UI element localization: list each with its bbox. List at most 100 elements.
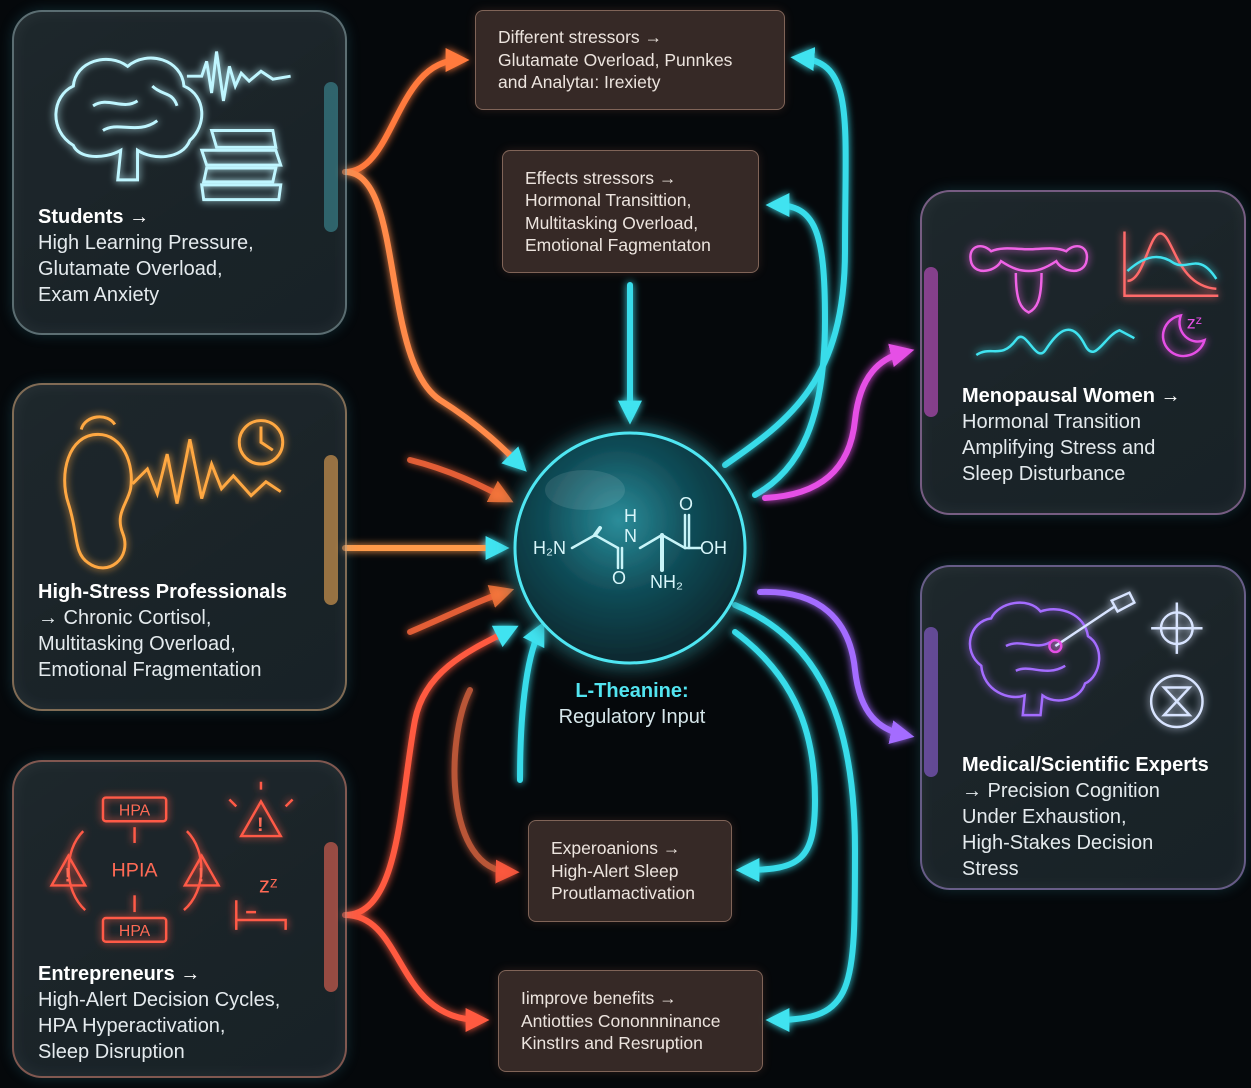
center-title: L-Theanine: <box>575 680 689 702</box>
students-line-1: High Learning Pressure, <box>38 232 254 254</box>
entrepreneurs-title: Entrepreneurs → <box>38 963 201 985</box>
menopausal-line-2: Amplifying Stress and <box>962 437 1156 459</box>
card-tab <box>924 267 938 417</box>
card-menopausal: zᶻ Menopausal Women → Hormonal Transitio… <box>920 190 1246 515</box>
experts-title: Medical/Scientific Experts <box>962 754 1209 776</box>
arrow-center-to-experts <box>757 588 915 744</box>
student-illustration <box>54 51 291 202</box>
students-line-2: Glutamate Overload, <box>38 258 223 280</box>
card-tab <box>924 627 938 777</box>
hpa-label-middle: HPIA <box>112 860 159 882</box>
professionals-line-1: → Chronic Cortisol, <box>38 607 212 629</box>
students-line-3: Exam Anxiety <box>38 284 160 306</box>
arrow-center-to-menopausal <box>762 343 915 501</box>
menopausal-text: Menopausal Women → Hormonal Transition A… <box>962 383 1181 487</box>
svg-text:!: ! <box>198 864 205 886</box>
experts-line-2: Under Exhaustion, <box>962 806 1127 828</box>
atom-o1: O <box>612 568 626 588</box>
entrepreneurs-text: Entrepreneurs → High-Alert Decision Cycl… <box>38 961 280 1065</box>
entrepreneurs-line-2: HPA Hyperactivation, <box>38 1015 226 1037</box>
arrow-right-mid-loop <box>752 193 829 498</box>
professionals-text: High-Stress Professionals → Chronic Cort… <box>38 579 287 683</box>
box-experoanions: Experoanions → High-Alert Sleep Proutlam… <box>528 820 732 922</box>
atom-oh: OH <box>700 538 727 558</box>
experts-line-3: High-Stakes Decision <box>962 832 1154 854</box>
hourglass-icon <box>1149 674 1204 729</box>
atom-nh2: NH₂ <box>650 572 683 592</box>
menopausal-illustration: zᶻ <box>969 231 1219 358</box>
students-title: Students → <box>38 206 150 228</box>
moon-z-icon: zᶻ <box>1187 312 1202 332</box>
arrow-entre-to-center <box>342 625 519 918</box>
arrow-students-to-box1 <box>342 48 470 175</box>
clock-icon <box>237 419 285 466</box>
menopausal-line-1: Hormonal Transition <box>962 411 1141 433</box>
professional-illustration <box>63 415 285 570</box>
atom-h: H <box>624 506 637 526</box>
professionals-title: High-Stress Professionals <box>38 581 287 603</box>
card-tab <box>324 455 338 605</box>
experts-text: Medical/Scientific Experts → Precision C… <box>962 752 1209 882</box>
books-icon <box>199 129 283 202</box>
arrow-hint-lower <box>407 584 515 635</box>
arrow-students-to-center <box>342 169 527 472</box>
professionals-line-3: Emotional Fragmentation <box>38 659 262 681</box>
stress-wave-icon <box>975 328 1135 357</box>
l-theanine-sphere <box>513 431 747 665</box>
brainwave-icon <box>186 51 291 102</box>
box3-text: Experoanions → High-Alert Sleep Proutlam… <box>551 838 695 904</box>
laser-probe-icon <box>1054 591 1137 648</box>
card-professionals: High-Stress Professionals → Chronic Cort… <box>12 383 347 711</box>
arrow-center-to-box3 <box>451 687 520 884</box>
molecule-structure-icon <box>570 513 702 572</box>
arrow-hint-upper <box>407 457 514 503</box>
entrepreneurs-line-1: High-Alert Decision Cycles, <box>38 989 281 1011</box>
moon-icon <box>1161 313 1207 358</box>
hpa-cycle-icon <box>67 796 203 943</box>
card-tab <box>324 842 338 992</box>
box-improve-benefits: Iimprove benefits → Antiotties Cononnnin… <box>498 970 763 1072</box>
brain-icon <box>54 56 204 182</box>
sleep-z-icon: zᶻ <box>259 872 278 897</box>
center-subtitle: Regulatory Input <box>558 706 706 728</box>
experts-line-1: → Precision Cognition <box>962 780 1160 802</box>
warning-icon <box>49 781 294 887</box>
box4-text: Iimprove benefits → Antiotties Cononnnin… <box>521 988 721 1054</box>
experts-line-4: Stress <box>962 858 1019 880</box>
arrow-bottom-left-to-center <box>517 621 545 783</box>
entrepreneur-illustration: HPA HPIA HPA zᶻ ! ! ! <box>49 781 294 943</box>
brain-scan-icon <box>968 601 1101 717</box>
arrow-center-bottom-loop <box>732 602 859 1032</box>
atom-o2: O <box>679 494 693 514</box>
hormone-chart-icon <box>1123 231 1219 297</box>
box2-text: Effects stressors → Hormonal Transittion… <box>525 167 711 256</box>
entrepreneurs-line-3: Sleep Disruption <box>38 1041 185 1063</box>
arrow-right-top-loop <box>722 47 849 468</box>
professionals-line-2: Multitasking Overload, <box>38 633 236 655</box>
cortisol-wave-icon <box>131 439 282 504</box>
bed-icon <box>235 900 287 930</box>
menopausal-line-3: Sleep Disturbance <box>962 463 1126 485</box>
card-students: Students → High Learning Pressure, Gluta… <box>12 10 347 335</box>
box-different-stressors: Different stressors → Glutamate Overload… <box>475 10 785 110</box>
box-effects-stressors: Effects stressors → Hormonal Transittion… <box>502 150 759 273</box>
card-experts: Medical/Scientific Experts → Precision C… <box>920 565 1246 890</box>
menopausal-title: Menopausal Women → <box>962 385 1181 407</box>
svg-text:!: ! <box>64 864 71 886</box>
atom-h2n: H₂N <box>533 538 566 558</box>
uterus-icon <box>969 245 1089 314</box>
arrow-center-to-box3-right <box>732 629 819 882</box>
hpa-label-bottom: HPA <box>119 923 151 940</box>
kidney-icon <box>63 415 133 570</box>
students-text: Students → High Learning Pressure, Gluta… <box>38 204 254 308</box>
target-icon <box>1151 602 1203 654</box>
card-tab <box>324 82 338 232</box>
arrow-entre-to-box4 <box>342 912 490 1032</box>
center-label: L-Theanine: Regulatory Input <box>520 678 744 730</box>
atom-n: N <box>624 526 637 546</box>
hpa-label-top: HPA <box>119 802 151 819</box>
box1-text: Different stressors → Glutamate Overload… <box>498 27 733 93</box>
svg-text:!: ! <box>257 814 264 836</box>
card-entrepreneurs: HPA HPIA HPA zᶻ ! ! ! Entrepreneurs → Hi… <box>12 760 347 1078</box>
